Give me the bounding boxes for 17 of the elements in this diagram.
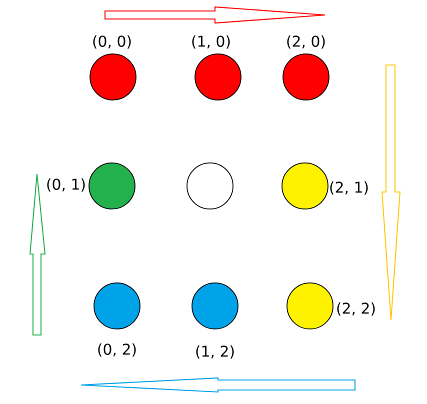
coordinate-label: (2, 2) bbox=[337, 302, 375, 316]
circle bbox=[94, 282, 140, 330]
circle bbox=[282, 162, 328, 210]
coordinate-label: (1, 2) bbox=[196, 345, 234, 359]
circle bbox=[90, 54, 136, 100]
coordinate-label: (0, 2) bbox=[98, 343, 136, 357]
circle bbox=[192, 282, 238, 330]
circle bbox=[186, 162, 234, 210]
circle bbox=[194, 54, 242, 100]
circle bbox=[88, 162, 136, 210]
circle bbox=[282, 54, 330, 100]
coordinate-label: (1, 0) bbox=[192, 35, 230, 49]
coordinate-label: (0, 0) bbox=[93, 35, 131, 49]
coordinate-label: (0, 1) bbox=[47, 178, 85, 192]
coordinate-label: (2, 1) bbox=[330, 181, 368, 195]
circle bbox=[286, 282, 334, 330]
coordinate-label: (2, 0) bbox=[287, 35, 325, 49]
